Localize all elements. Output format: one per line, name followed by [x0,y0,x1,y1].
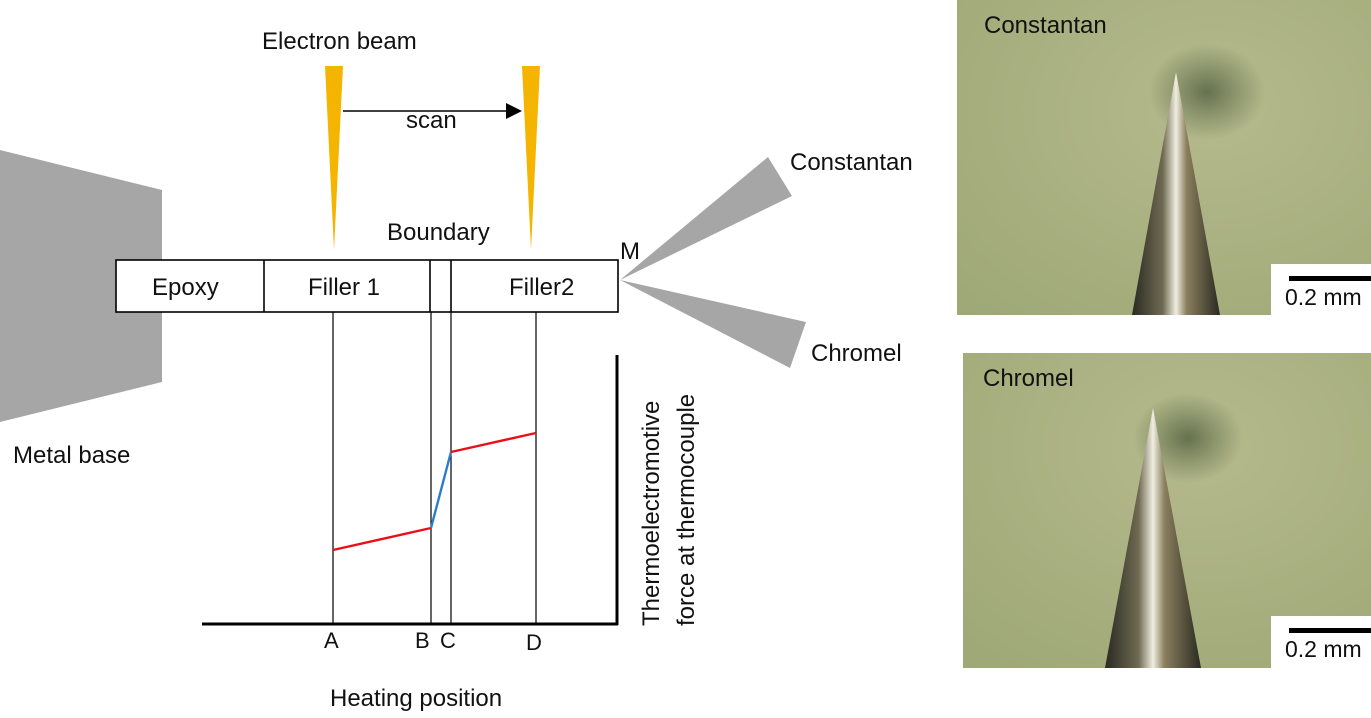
filler2-label: Filler2 [509,274,574,301]
chromel-needle [1105,408,1201,668]
chromel-scale: 0.2 mm [1271,616,1371,668]
constantan-tip-image [957,0,1371,315]
x-axis-title: Heating position [330,685,502,712]
constantan-photo: Constantan 0.2 mm [957,0,1371,315]
junction-m-label: M [620,238,640,265]
constantan-scale: 0.2 mm [1271,264,1371,315]
scan-label: scan [406,107,457,134]
constantan-wire [620,157,792,280]
chromel-wire [620,280,806,368]
boundary-segment [429,451,453,529]
chromel-scale-text: 0.2 mm [1285,636,1362,662]
boundary-label: Boundary [387,219,490,246]
point-d-label: D [526,630,542,655]
chromel-tip-image [963,353,1371,668]
constantan-wire-label: Constantan [790,149,913,176]
electron-beam-right [522,66,540,250]
chromel-wire-label: Chromel [811,340,902,367]
electron-beam-label: Electron beam [262,28,417,55]
y-axis-title-line2: force at thermocouple [673,394,700,626]
scan-arrow-head [506,103,522,119]
sample-bar [115,259,619,313]
chromel-photo: Chromel 0.2 mm [963,353,1371,668]
point-a-label: A [324,628,339,653]
point-b-label: B [415,628,430,653]
chromel-scale-bar [1289,628,1371,633]
electron-beam-left [325,66,343,250]
epoxy-label: Epoxy [152,274,219,301]
filler1-segment [332,526,432,552]
chromel-photo-label: Chromel [983,365,1074,392]
point-c-label: C [440,628,456,653]
filler2-segment [450,431,537,454]
y-axis-title-line1: Thermoelectromotive [638,401,665,626]
constantan-scale-bar [1289,276,1371,281]
constantan-photo-label: Constantan [984,12,1107,39]
constantan-scale-text: 0.2 mm [1285,284,1362,310]
filler1-label: Filler 1 [308,274,380,301]
constantan-needle [1132,72,1220,315]
metal-base-label: Metal base [13,442,130,469]
metal-base-shape [0,150,162,422]
